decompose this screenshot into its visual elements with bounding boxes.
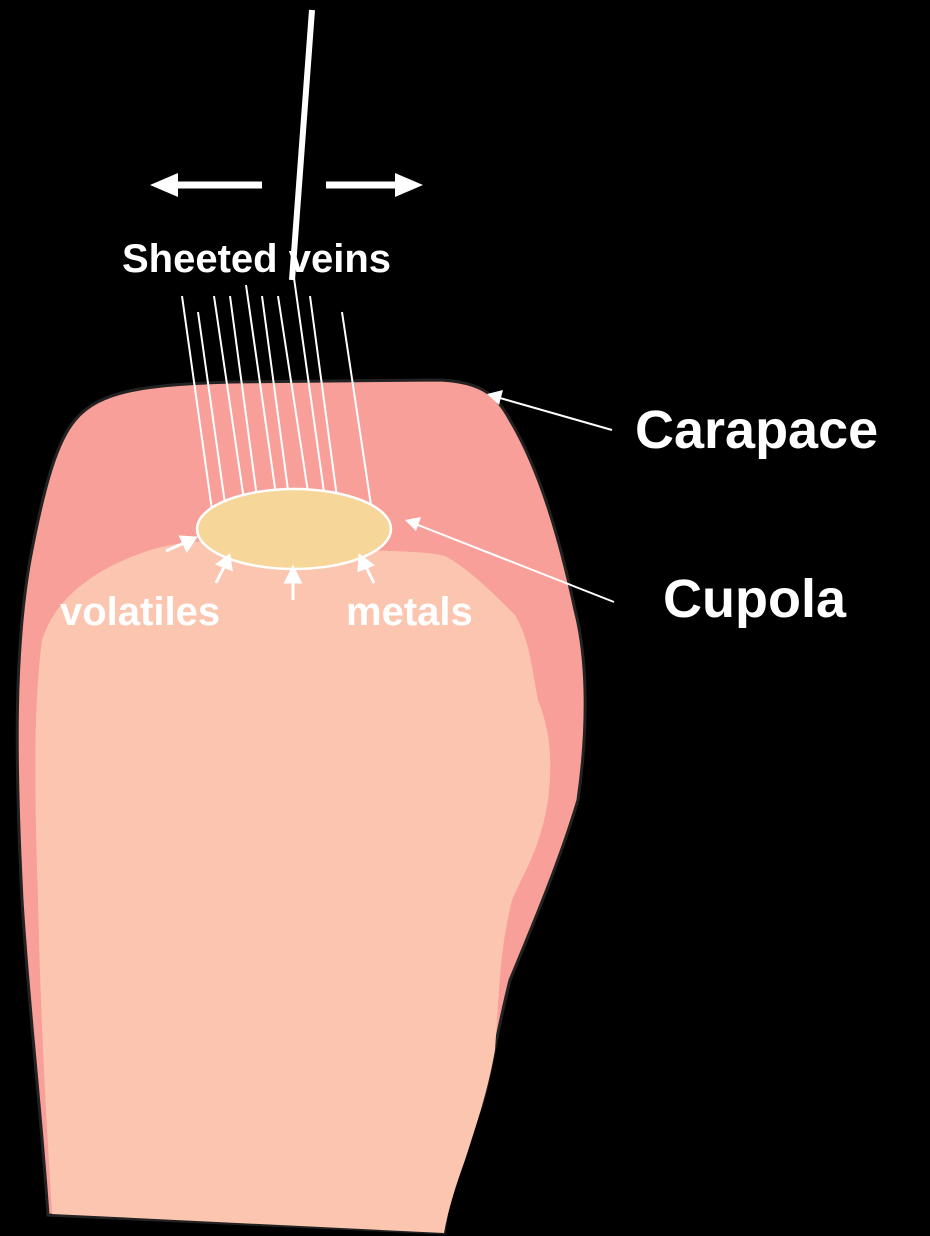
- extension-arrow-right: [326, 173, 423, 197]
- cupola-label: Cupola: [663, 569, 847, 629]
- extension-arrow-left: [150, 173, 262, 197]
- metals-label: metals: [346, 590, 473, 634]
- intrusion-body: [35, 540, 550, 1233]
- carapace-label: Carapace: [635, 400, 878, 460]
- volatiles-label: volatiles: [60, 590, 220, 634]
- sheeted-veins-label: Sheeted veins: [122, 237, 391, 281]
